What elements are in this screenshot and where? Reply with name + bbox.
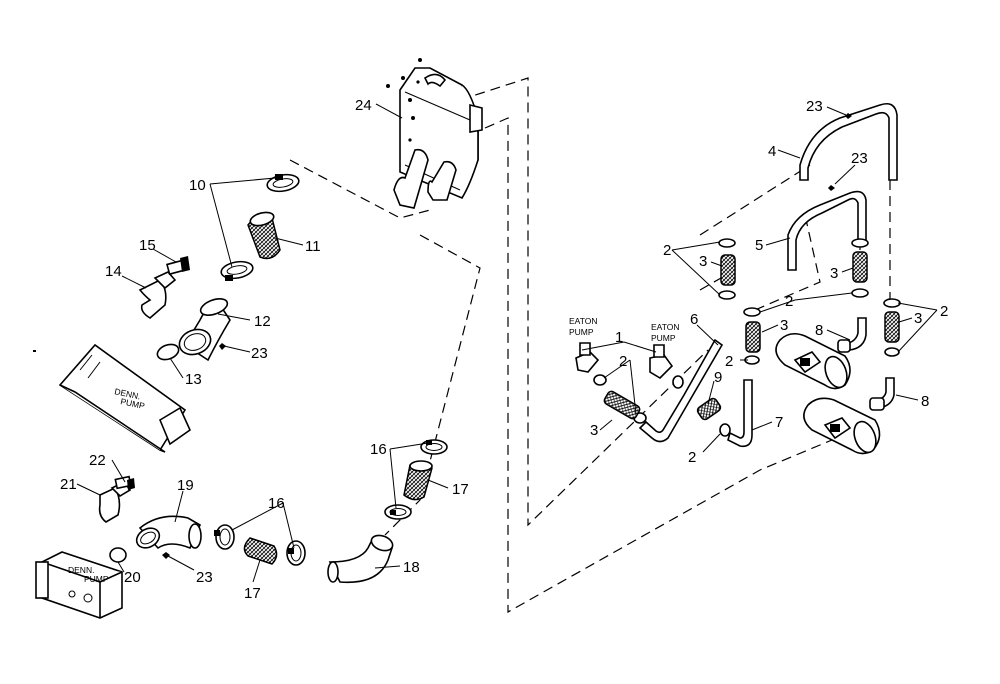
callout-1: 1 [615, 329, 623, 346]
callout-4: 4 [768, 143, 776, 160]
elbow-18 [327, 534, 394, 584]
hose-17-lower [243, 537, 278, 565]
elbow-8-upper [837, 317, 867, 353]
callout-9: 9 [714, 369, 722, 386]
callout-2-right: 2 [940, 303, 948, 320]
clamp-16-upper [420, 439, 448, 455]
callout-8-lower: 8 [921, 393, 929, 410]
callout-16-lower: 16 [268, 495, 285, 512]
callout-3-mid: 3 [780, 317, 788, 334]
clip-14 [138, 271, 177, 319]
callout-21: 21 [60, 476, 77, 493]
callout-3-bottom: 3 [590, 422, 598, 439]
callout-8-upper: 8 [815, 322, 823, 339]
eaton-left-label-line2: PUMP [569, 327, 594, 337]
callout-7: 7 [775, 414, 783, 431]
callout-15: 15 [139, 237, 156, 254]
callout-23-upper: 23 [251, 345, 268, 362]
tube-4 [799, 102, 898, 181]
callout-23-top: 23 [806, 98, 823, 115]
leader-lines [76, 103, 938, 583]
callout-3-top-left: 3 [699, 253, 707, 270]
clamp-16-left [214, 524, 235, 550]
callout-2-left: 2 [619, 353, 627, 370]
callout-19: 19 [177, 477, 194, 494]
stray-dot [33, 350, 36, 352]
denn-pump-lower-line1: DENN. [68, 565, 94, 575]
callout-12: 12 [254, 313, 271, 330]
callout-23-lower: 23 [196, 569, 213, 586]
bolt-15 [166, 256, 190, 276]
callout-22: 22 [89, 452, 106, 469]
eaton-left-label-line1: EATON [569, 316, 598, 326]
callout-17-upper: 17 [452, 481, 469, 498]
denn-pump-upper: DENN. PUMP [58, 343, 192, 453]
callout-2-mid: 2 [785, 293, 793, 310]
eaton-fitting-left: EATON PUMP [569, 316, 600, 373]
elbow-19 [135, 515, 202, 550]
bolt-23-lower [162, 552, 170, 559]
callout-20: 20 [124, 569, 141, 586]
filter-canister-upper [775, 332, 851, 390]
callout-2-bottom: 2 [688, 449, 696, 466]
clamp-lower [220, 260, 254, 281]
callout-3-right: 3 [914, 310, 922, 327]
callout-2-top-left: 2 [663, 242, 671, 259]
callout-16-upper: 16 [370, 441, 387, 458]
o-ring-20 [109, 547, 127, 563]
callout-6: 6 [690, 311, 698, 328]
callout-14: 14 [105, 263, 122, 280]
housing-assembly [386, 58, 483, 209]
o-ring-13 [156, 343, 180, 361]
tube-7 [727, 379, 753, 448]
eaton-fitting-right: EATON PUMP [649, 322, 680, 380]
clamp-upper [266, 173, 300, 193]
bolt-23-upper [219, 343, 226, 350]
denn-pump-lower-line2: PUMP [84, 574, 109, 584]
callout-17-lower: 17 [244, 585, 261, 602]
hose-17-upper [403, 460, 433, 501]
hose-11 [247, 211, 281, 260]
callout-18: 18 [403, 559, 420, 576]
denn-pump-lower: DENN. PUMP [35, 551, 123, 619]
callout-numbers: 24 10 11 15 14 12 23 13 16 17 22 21 19 1… [60, 97, 948, 602]
eaton-right-label-line1: EATON [651, 322, 680, 332]
small-bolt-23-b [828, 185, 835, 191]
clamp-16-right [286, 540, 306, 566]
callout-23-mid: 23 [851, 150, 868, 167]
clip-21 [98, 480, 132, 523]
tube-6 [638, 338, 724, 443]
hose-9 [696, 397, 722, 421]
callout-11: 11 [305, 238, 321, 255]
callout-24: 24 [355, 97, 372, 114]
callout-10: 10 [189, 177, 206, 194]
filter-canister-lower [803, 397, 881, 455]
clamp-16-mid [384, 504, 412, 520]
hoses-3 [603, 251, 900, 420]
callout-13: 13 [185, 371, 202, 388]
callout-3-top-right: 3 [830, 265, 838, 282]
callout-5: 5 [755, 237, 763, 254]
elbow-8-lower [869, 377, 895, 411]
callout-2-center: 2 [725, 353, 733, 370]
eaton-right-label-line2: PUMP [651, 333, 676, 343]
small-bolt-23-a [845, 113, 852, 119]
elbow-12 [178, 298, 231, 362]
